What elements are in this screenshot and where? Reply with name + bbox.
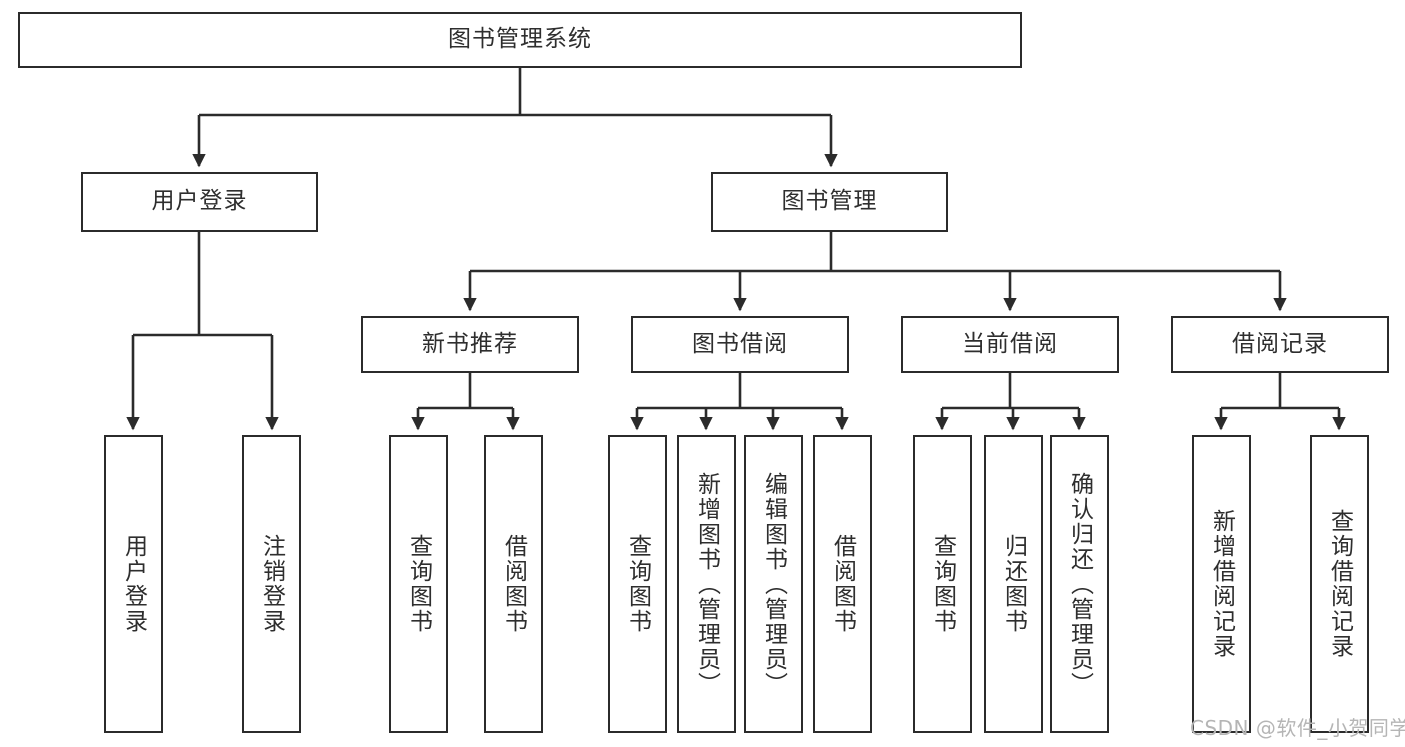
leaf-query-book-3-label: 查询图书 [929, 534, 956, 634]
node-root-label: 图书管理系统 [448, 26, 592, 53]
leaf-query-book-1-label: 查询图书 [405, 534, 432, 634]
leaf-add-record-label: 新增借阅记录 [1208, 509, 1235, 659]
leaf-user-logout[interactable]: 注销登录 [242, 435, 301, 733]
leaf-edit-book[interactable]: 编辑图书（管理员） [744, 435, 803, 733]
leaf-add-book-label: 新增图书（管理员） [693, 471, 720, 697]
leaf-edit-book-label: 编辑图书（管理员） [760, 471, 787, 697]
node-current-borrow-label: 当前借阅 [962, 330, 1058, 357]
leaf-user-login-label: 用户登录 [120, 534, 147, 634]
node-borrow-record-label: 借阅记录 [1232, 330, 1328, 357]
leaf-return-book[interactable]: 归还图书 [984, 435, 1043, 733]
node-book-manage-label: 图书管理 [781, 188, 878, 215]
leaf-query-book-1[interactable]: 查询图书 [389, 435, 448, 733]
node-book-manage[interactable]: 图书管理 [711, 172, 948, 232]
node-user-login-label: 用户登录 [151, 188, 248, 215]
node-new-book-rec-label: 新书推荐 [422, 330, 518, 357]
leaf-add-book[interactable]: 新增图书（管理员） [677, 435, 736, 733]
leaf-borrow-book-1-label: 借阅图书 [500, 534, 527, 634]
leaf-query-record-label: 查询借阅记录 [1326, 509, 1353, 659]
node-user-login[interactable]: 用户登录 [81, 172, 318, 232]
leaf-query-book-2-label: 查询图书 [624, 534, 651, 634]
node-root[interactable]: 图书管理系统 [18, 12, 1022, 68]
leaf-borrow-book-1[interactable]: 借阅图书 [484, 435, 543, 733]
leaf-return-book-label: 归还图书 [1000, 534, 1027, 634]
leaf-borrow-book-2[interactable]: 借阅图书 [813, 435, 872, 733]
node-borrow-record[interactable]: 借阅记录 [1171, 316, 1389, 373]
node-new-book-rec[interactable]: 新书推荐 [361, 316, 579, 373]
leaf-borrow-book-2-label: 借阅图书 [829, 534, 856, 634]
csdn-watermark: CSDN @软件_小贺同学 [1190, 716, 1405, 740]
node-book-borrow-label: 图书借阅 [692, 330, 788, 357]
leaf-user-login[interactable]: 用户登录 [104, 435, 163, 733]
leaf-confirm-return-label: 确认归还（管理员） [1066, 471, 1093, 697]
leaf-query-book-3[interactable]: 查询图书 [913, 435, 972, 733]
leaf-user-logout-label: 注销登录 [258, 534, 285, 634]
leaf-query-record[interactable]: 查询借阅记录 [1310, 435, 1369, 733]
leaf-add-record[interactable]: 新增借阅记录 [1192, 435, 1251, 733]
node-current-borrow[interactable]: 当前借阅 [901, 316, 1119, 373]
node-book-borrow[interactable]: 图书借阅 [631, 316, 849, 373]
leaf-confirm-return[interactable]: 确认归还（管理员） [1050, 435, 1109, 733]
leaf-query-book-2[interactable]: 查询图书 [608, 435, 667, 733]
